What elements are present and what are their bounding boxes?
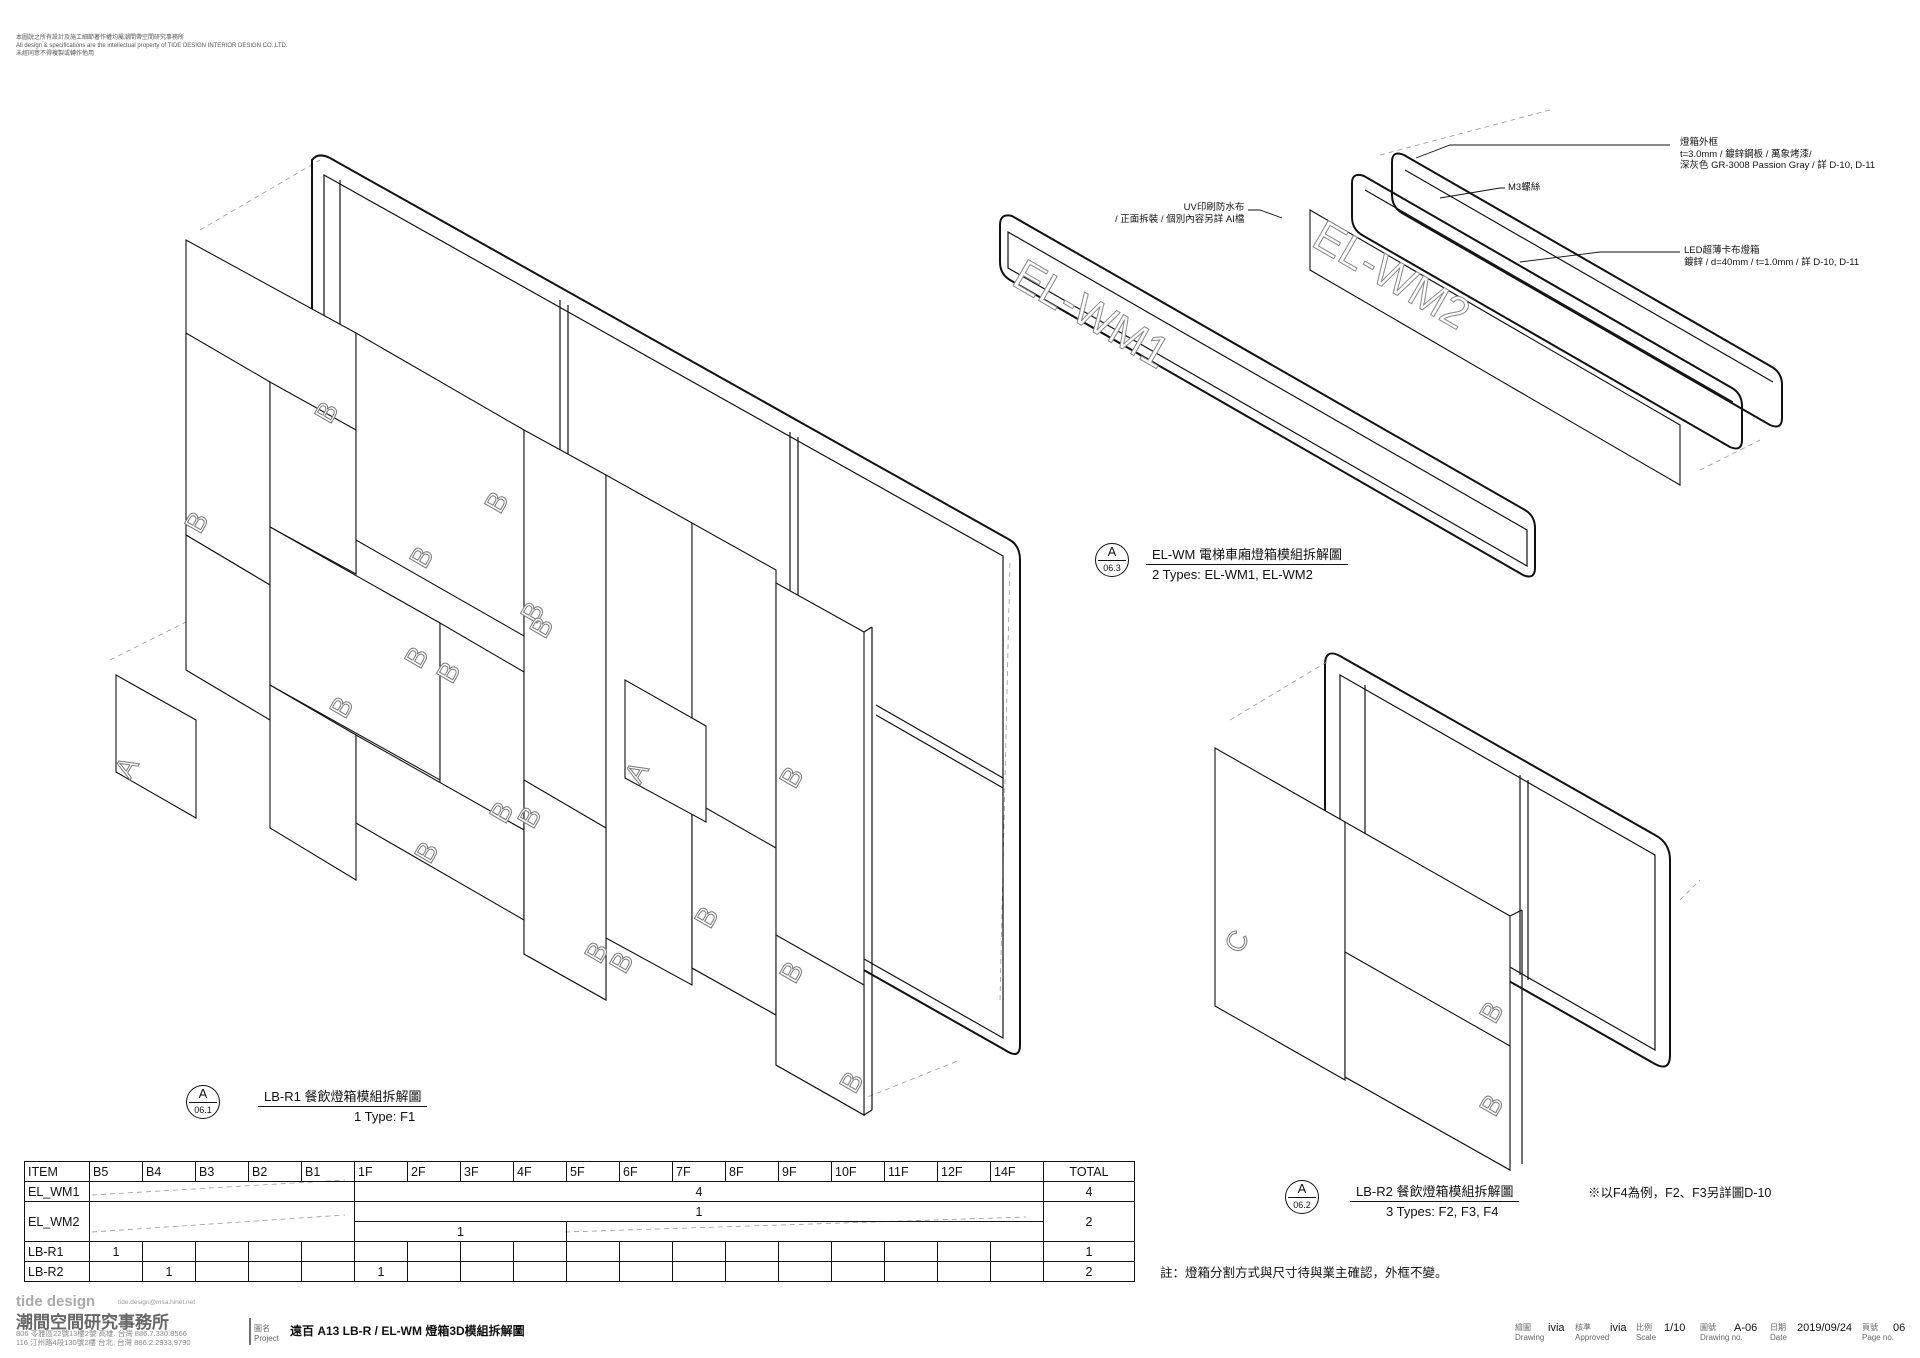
view-title-lbr2-sub: 3 Types: F2, F3, F4 xyxy=(1386,1204,1499,1219)
drawing-title: 遠百 A13 LB-R / EL-WM 燈箱3D模組拆解圖 xyxy=(290,1324,525,1338)
table-header: 10F xyxy=(831,1161,885,1182)
table-header: 2F xyxy=(407,1161,461,1182)
view-title-lbr2-main: LB-R2 餐飲燈箱模組拆解圖 xyxy=(1350,1181,1520,1202)
scale-value: 1/10 xyxy=(1664,1322,1686,1334)
callout-fabric-line1: / 正面拆裝 / 個別內容另詳 AI檔 xyxy=(1115,213,1245,225)
firm-address-2: 116 汀州路4段130號2樓 台北. 台灣 886.2.2933.9790 xyxy=(16,1338,191,1347)
elwm-assembly: EL-WM1 EL-WM2 xyxy=(999,109,1783,578)
table-header: B5 xyxy=(89,1161,143,1182)
lbr2-note: ※以F4為例，F2、F3另詳圖D-10 xyxy=(1588,1186,1772,1200)
table-header: 11F xyxy=(884,1161,938,1182)
row-total: 4 xyxy=(1043,1181,1135,1202)
table-header: 5F xyxy=(566,1161,620,1182)
lbr2-assembly: C B B xyxy=(1214,652,1701,1171)
table-row: 1 xyxy=(25,1221,1135,1242)
table-header: B3 xyxy=(195,1161,249,1182)
view-title-lbr1: LB-R1 餐飲燈箱模組拆解圖 1 Type: F1 xyxy=(258,1086,428,1124)
row-item: LB-R1 xyxy=(24,1241,90,1262)
bottom-note: 註：燈箱分割方式與尺寸待與業主確認，外框不變。 xyxy=(1160,1266,1448,1280)
table-header: 1F xyxy=(354,1161,408,1182)
view-title-lbr2: LB-R2 餐飲燈箱模組拆解圖 3 Types: F2, F3, F4 xyxy=(1350,1181,1520,1219)
callout-led: LED超薄卡布燈箱 鍍鋅 / d=40mm / t=1.0mm / 詳 D-10… xyxy=(1684,245,1859,268)
copyright-line-1: 本圖說之所有設計及施工細節著作權均屬潮間帶空間研究事務所 xyxy=(16,35,185,41)
row-item: EL_WM1 xyxy=(24,1181,90,1202)
table-row: LB-R1 1 1 xyxy=(24,1241,1135,1262)
copyright-line-2: All design & specifications are the inte… xyxy=(16,43,288,49)
row-total: 2 xyxy=(1043,1261,1135,1282)
lbr1-assembly: B B B B B B B B B B B B B B B B B B A A xyxy=(108,154,1021,1116)
row-cell-b5: 1 xyxy=(89,1241,143,1262)
callout-led-line1: 鍍鋅 / d=40mm / t=1.0mm / 詳 D-10, D-11 xyxy=(1684,256,1860,268)
callout-led-title: LED超薄卡布燈箱 xyxy=(1684,245,1760,256)
sheet-number: A-06 xyxy=(1734,1322,1758,1334)
table-header-row: ITEM B5 B4 B3 B2 B1 1F 2F 3F 4F 5F 6F 7F… xyxy=(24,1161,1135,1182)
table-header: 14F xyxy=(990,1161,1044,1182)
row-span-value: 4 xyxy=(354,1181,1044,1202)
table-header: 4F xyxy=(513,1161,567,1182)
table-header: B4 xyxy=(142,1161,196,1182)
row-item: EL_WM2 xyxy=(24,1201,90,1242)
firm-address-1: 806 苓雅區22號13樓2號 高雄. 台灣 886.7.330.8566 xyxy=(16,1329,187,1338)
callout-frame: 燈箱外框 t=3.0mm / 鍍鋅鋼板 / 萬象烤漆/ 深灰色 GR-3008 … xyxy=(1680,137,1875,172)
checked-by: ivia xyxy=(1610,1322,1627,1334)
view-title-lbr1-sub: 1 Type: F1 xyxy=(354,1109,416,1124)
firm-logo: tide design xyxy=(16,1293,96,1310)
table-header: B2 xyxy=(248,1161,302,1182)
date-value: 2019/09/24 xyxy=(1797,1322,1853,1334)
callout-frame-title: 燈箱外框 xyxy=(1680,137,1719,148)
firm-email: tide.design@msa.hinet.net xyxy=(118,1299,196,1306)
callout-frame-line2: 深灰色 GR-3008 Passion Gray / 詳 D-10, D-11 xyxy=(1680,160,1876,171)
view-title-elwm: EL-WM 電梯車廂燈箱模組拆解圖 2 Types: EL-WM1, EL-WM… xyxy=(1146,544,1348,582)
table-header: 8F xyxy=(725,1161,779,1182)
table-header: 3F xyxy=(460,1161,514,1182)
view-title-lbr1-main: LB-R1 餐飲燈箱模組拆解圖 xyxy=(258,1086,428,1107)
row-total: 1 xyxy=(1043,1241,1135,1262)
callout-fabric: UV印刷防水布 / 正面拆裝 / 個別內容另詳 AI檔 xyxy=(1115,202,1244,225)
row-cell-b3: 1 xyxy=(142,1261,196,1282)
page-number: 06 xyxy=(1893,1322,1906,1334)
table-row: EL_WM1 4 4 xyxy=(24,1181,1135,1202)
view-title-elwm-sub: 2 Types: EL-WM1, EL-WM2 xyxy=(1152,567,1313,582)
table-row: EL_WM2 1 2 xyxy=(24,1201,1135,1242)
copyright-line-3: 未經同意不得複製或轉作他用 xyxy=(16,51,95,57)
table-header: 7F xyxy=(672,1161,726,1182)
callout-frame-line1: t=3.0mm / 鍍鋅鋼板 / 萬象烤漆/ xyxy=(1680,148,1812,160)
row-item: LB-R2 xyxy=(24,1261,90,1282)
view-title-elwm-main: EL-WM 電梯車廂燈箱模組拆解圖 xyxy=(1146,544,1348,565)
table-row: LB-R2 1 1 2 xyxy=(24,1261,1135,1282)
table-header: 6F xyxy=(619,1161,673,1182)
row-cell-1f: 1 xyxy=(354,1261,408,1282)
callout-fabric-title: UV印刷防水布 xyxy=(1183,202,1245,213)
table-header: B1 xyxy=(301,1161,355,1182)
row-span-value: 1 xyxy=(354,1221,567,1242)
quantity-schedule-table: ITEM B5 B4 B3 B2 B1 1F 2F 3F 4F 5F 6F 7F… xyxy=(24,1161,1135,1282)
firm-name: 潮間空間研究事務所 xyxy=(16,1313,169,1332)
table-header: ITEM xyxy=(24,1161,90,1182)
table-header: TOTAL xyxy=(1043,1161,1135,1182)
row-total: 2 xyxy=(1043,1201,1135,1242)
drawn-by: ivia xyxy=(1548,1322,1565,1334)
callout-screw: M3螺絲 xyxy=(1508,182,1541,193)
table-header: 9F xyxy=(778,1161,832,1182)
table-header: 12F xyxy=(937,1161,991,1182)
row-span-value: 1 xyxy=(354,1201,1044,1222)
